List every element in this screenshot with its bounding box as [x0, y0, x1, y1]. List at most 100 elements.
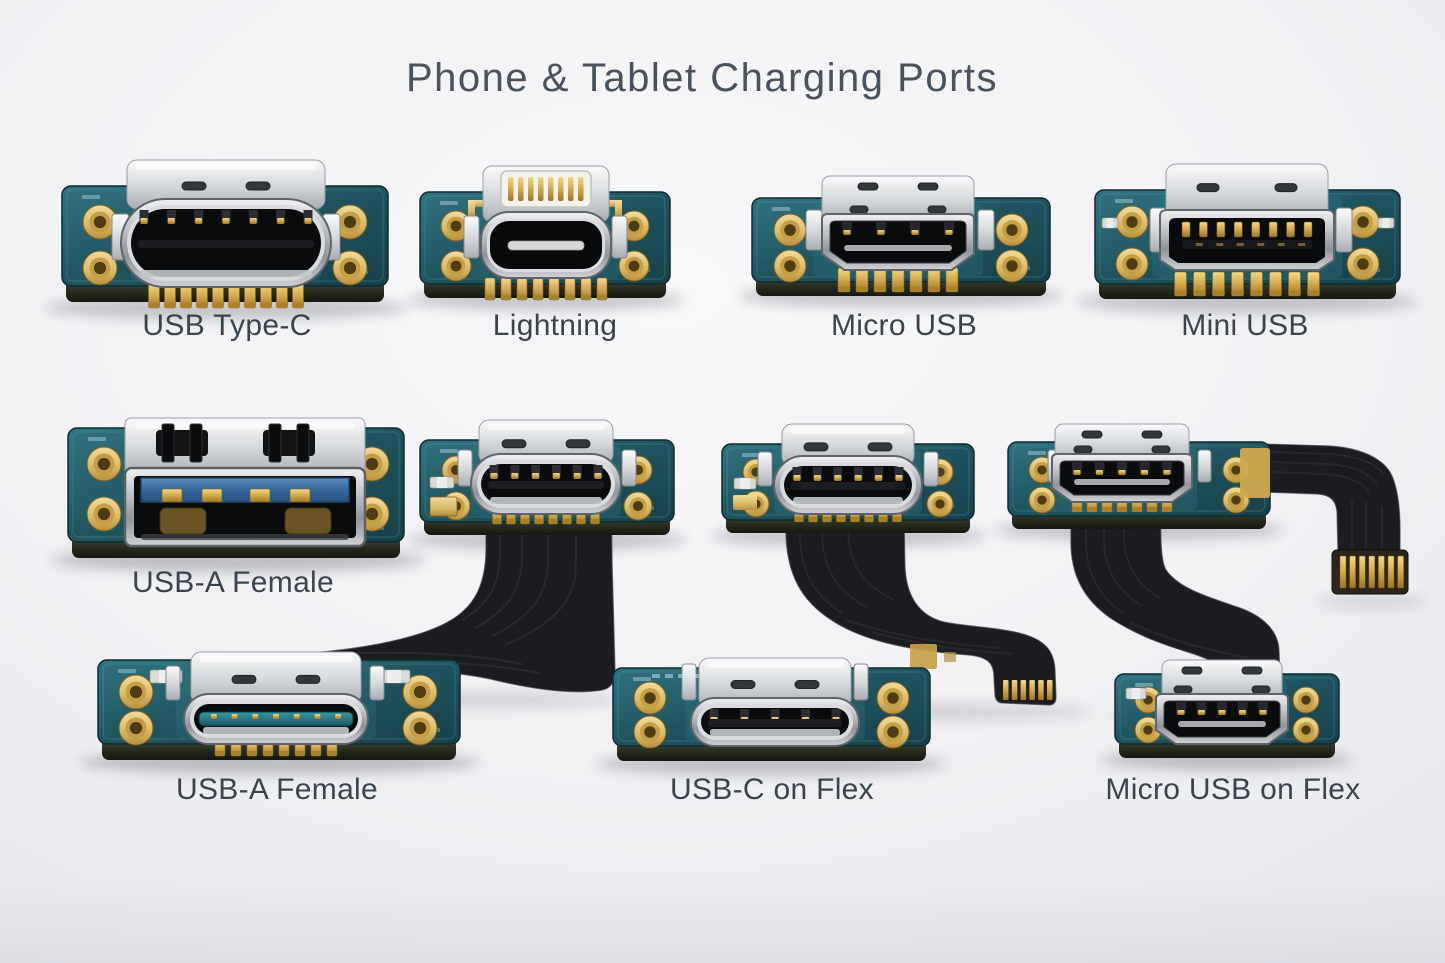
shell-slot	[1141, 430, 1163, 439]
flex-gold-finger	[1368, 555, 1376, 589]
contact-pin	[303, 210, 313, 223]
contact-pin	[1117, 462, 1127, 474]
silkscreen-mark	[772, 207, 790, 211]
contact-pin	[1176, 702, 1186, 714]
flex-ridge-line	[504, 470, 577, 646]
gold-pad	[1240, 448, 1270, 498]
label-usb-a-female-row3: USB-A Female	[176, 773, 378, 806]
flex-ridge-line	[1269, 451, 1385, 475]
solder-clip	[463, 215, 480, 259]
flex-ridge-line	[821, 470, 867, 608]
gold-contact	[578, 177, 584, 201]
latch-prong	[268, 423, 282, 463]
silkscreen-mark	[82, 195, 100, 199]
silkscreen-mark	[118, 669, 136, 673]
contact-pin	[1258, 702, 1268, 714]
label-lightning: Lightning	[492, 309, 618, 342]
flex-ridge-line	[845, 619, 1001, 649]
gold-pad	[733, 495, 757, 510]
shell-slot	[501, 439, 527, 449]
spring-contact	[284, 507, 332, 535]
contact-pin	[166, 210, 176, 223]
shell-slot	[730, 680, 756, 689]
gold-contact	[568, 177, 574, 201]
tongue-contact	[273, 714, 279, 719]
connector-tongue	[791, 482, 905, 490]
flex-gold-finger	[1047, 680, 1053, 700]
shell-slot	[1173, 685, 1193, 694]
connector-tongue	[708, 719, 842, 727]
tongue-contact	[335, 714, 342, 719]
shell-slot	[857, 182, 879, 191]
contact-pin	[593, 465, 603, 478]
shell-slot	[867, 442, 893, 452]
contact-pin	[221, 210, 231, 223]
contact-pin	[833, 467, 843, 480]
usb-a-female-board-photo	[67, 417, 405, 558]
gold-contact	[1216, 221, 1226, 238]
tongue-contact	[252, 714, 259, 719]
lightning-board-photo	[419, 165, 671, 301]
label-usb-type-c: USB Type-C	[142, 309, 312, 342]
flex-ridge-line	[1129, 621, 1249, 659]
contact-pin	[1072, 462, 1082, 474]
contact-pin	[801, 709, 810, 722]
shell-slot	[803, 442, 829, 452]
tongue-contact	[231, 714, 238, 719]
flex-ridge-line	[461, 470, 501, 621]
flex-gold-finger	[1378, 555, 1385, 589]
contact-pin	[489, 465, 499, 478]
flex-ridge-line	[1269, 461, 1379, 485]
solder-clip	[757, 451, 773, 487]
connector-tongue	[507, 240, 585, 251]
contact-pin	[709, 709, 719, 722]
shell-slot	[1196, 183, 1220, 193]
contact-pin	[910, 222, 920, 234]
contact-pin	[792, 467, 802, 480]
boards-layer	[61, 159, 1401, 761]
shell-slot	[927, 205, 947, 214]
silkscreen-mark	[665, 674, 673, 678]
contact-pin	[1237, 702, 1248, 714]
connector-cavity	[829, 220, 967, 264]
gold-contact	[1234, 221, 1243, 238]
shell-slot	[295, 674, 321, 684]
label-usb-a-female-row2: USB-A Female	[132, 566, 334, 599]
contact-pin	[1217, 702, 1227, 714]
silkscreen-mark	[1028, 451, 1046, 455]
solder-clip	[621, 449, 637, 487]
flex-gold-finger	[1397, 555, 1404, 589]
flex-gold-pad	[944, 652, 956, 662]
contact-pin	[248, 210, 258, 223]
gold-contact	[548, 177, 554, 201]
shell-slot	[1274, 183, 1298, 193]
label-usb-c-on-flex: USB-C on Flex	[670, 773, 874, 806]
silkscreen-mark	[1115, 199, 1133, 203]
tongue-contact	[289, 488, 311, 503]
shell-slot	[849, 205, 869, 214]
usb-c-on-flex-board-photo	[612, 657, 931, 761]
shell-slot	[1081, 430, 1103, 439]
contact-pin	[551, 465, 561, 478]
flex-cable-d	[1263, 443, 1401, 555]
usb-c-flex-board-mid-photo	[721, 423, 975, 533]
flex-gold-finger	[1349, 555, 1356, 589]
label-micro-usb: Micro USB	[830, 309, 978, 342]
flex-ridge-line	[1269, 471, 1371, 493]
silkscreen-mark	[1135, 683, 1153, 687]
contact-pin	[770, 709, 780, 722]
label-micro-usb-on-flex: Micro USB on Flex	[1105, 773, 1361, 806]
silkscreen-mark	[678, 674, 686, 678]
contact-pin	[276, 210, 286, 223]
contact-pin	[831, 709, 841, 722]
solder-clip	[165, 665, 181, 701]
flex-ridge-line	[491, 470, 549, 637]
solder-clip	[457, 449, 473, 487]
contact-pin	[740, 709, 749, 722]
solder-clip	[1197, 449, 1212, 483]
contact-pin	[531, 465, 541, 478]
gold-fiducial	[468, 200, 488, 207]
flex-ridge-line	[1103, 470, 1143, 607]
micro-usb-on-flex-board-photo	[1114, 659, 1340, 758]
